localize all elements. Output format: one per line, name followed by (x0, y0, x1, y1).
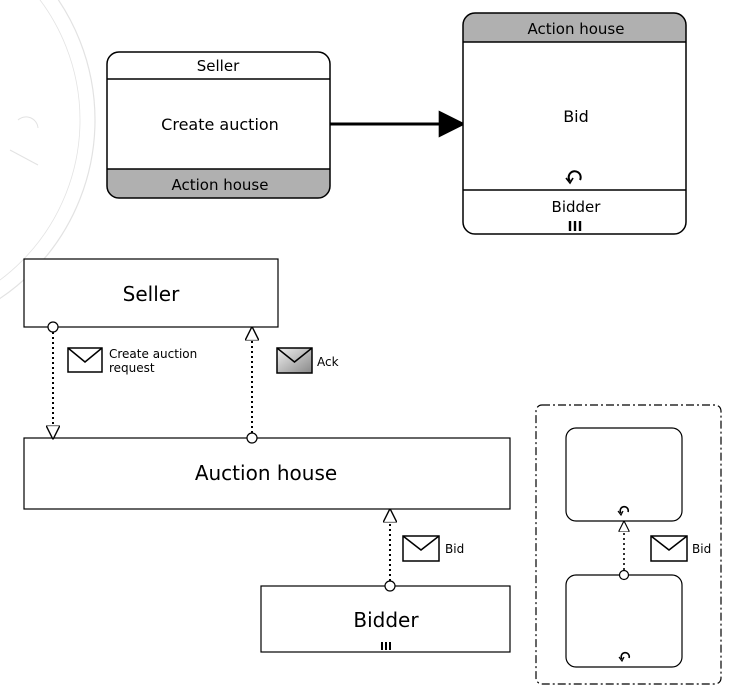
sub-diagram-frame (535, 404, 722, 685)
seller-pool[interactable]: Seller (23, 258, 279, 328)
bottom-participant-label: Bidder (552, 198, 602, 216)
envelope-icon (650, 535, 688, 562)
auction-house-pool[interactable]: Auction house (23, 437, 511, 510)
bottom-participant-band (107, 169, 330, 198)
top-participant-label: Seller (197, 57, 240, 75)
loop-icon (618, 651, 631, 663)
task-name-label: Bid (563, 107, 589, 126)
auction-house-pool-label: Auction house (195, 461, 337, 485)
message-flow-ack[interactable] (247, 328, 257, 444)
message-flow-bid[interactable] (385, 510, 395, 592)
message-flow-create-auction[interactable] (48, 321, 58, 438)
bidder-pool-label: Bidder (353, 608, 419, 632)
sub-activity-top[interactable] (565, 427, 683, 522)
bottom-participant-label: Action house (172, 176, 269, 194)
loop-icon (617, 505, 630, 517)
task-name-label: Create auction (161, 115, 279, 134)
choreography-task-bid[interactable]: Action house Bid Bidder (462, 12, 687, 235)
top-participant-label: Action house (528, 20, 625, 38)
envelope-icon (402, 535, 440, 562)
top-participant-band (463, 13, 686, 42)
envelope-icon (276, 347, 313, 374)
message-label-ack: Ack (317, 355, 339, 369)
loop-icon (565, 170, 582, 185)
message-label-bid: Bid (445, 542, 464, 556)
message-label-create-auction-line1: Create auction (109, 347, 197, 361)
watermark-seal (0, 0, 96, 300)
sub-message-flow-bid[interactable] (620, 522, 629, 581)
choreography-task-create-auction[interactable]: Seller Create auction Action house (106, 51, 331, 199)
sub-message-label-bid: Bid (692, 542, 711, 556)
sub-activity-bottom[interactable] (565, 574, 683, 668)
bidder-pool[interactable]: Bidder (260, 585, 511, 653)
parallel-multi-instance-icon (568, 221, 582, 231)
message-label-create-auction-line2: request (109, 361, 155, 375)
multi-instance-icon (381, 642, 391, 650)
envelope-icon (67, 347, 103, 373)
seller-pool-label: Seller (123, 282, 180, 306)
